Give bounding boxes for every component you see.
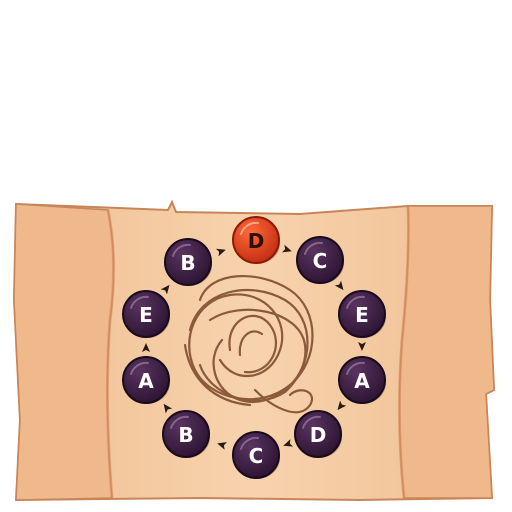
- bead[interactable]: A: [338, 356, 386, 404]
- bead[interactable]: C: [296, 236, 344, 284]
- bead-circle: [338, 290, 386, 338]
- bead-circle: [164, 238, 212, 286]
- bead[interactable]: B: [164, 238, 212, 286]
- bead-circle: [232, 431, 280, 479]
- bead-letter: C: [249, 444, 264, 468]
- bead-letter: E: [139, 303, 153, 327]
- bead-highlight: [172, 243, 191, 257]
- bead-circle: [296, 236, 344, 284]
- scroll-left-fold: [13, 203, 115, 501]
- bead-letter: D: [310, 423, 327, 447]
- arrow-icon: [282, 244, 292, 253]
- bead-letter: E: [355, 303, 369, 327]
- arrow-icon: [337, 400, 347, 411]
- bead[interactable]: D: [294, 410, 342, 458]
- arrow-icon: [358, 342, 366, 351]
- bead-letter: A: [354, 369, 370, 393]
- bead-highlight: [304, 241, 323, 255]
- bead-circle: [294, 410, 342, 458]
- bead-highlight: [170, 415, 189, 429]
- arrow-icon: [160, 284, 170, 295]
- arrow-icon: [163, 403, 173, 414]
- bead-circle: [162, 410, 210, 458]
- scroll-right-fold: [398, 205, 495, 499]
- bead-highlight: [346, 361, 365, 375]
- bead-highlight: [302, 415, 321, 429]
- bead-highlight: [130, 295, 149, 309]
- arrow-icon: [217, 442, 227, 450]
- bead-highlight: [346, 295, 365, 309]
- bead-letter: C: [313, 249, 328, 273]
- bead-letter: B: [178, 423, 193, 447]
- bead-highlight: [130, 361, 149, 375]
- bead-circle: [122, 356, 170, 404]
- bead-ring: D C E A D C B A E B: [122, 216, 386, 479]
- parchment-scroll: [12, 199, 496, 502]
- bead-highlight: [240, 436, 259, 450]
- bead-circle: [338, 356, 386, 404]
- bead[interactable]: B: [162, 410, 210, 458]
- bead-letter: D: [248, 229, 265, 253]
- arrow-icon: [334, 280, 344, 291]
- arrow-icon: [142, 343, 150, 352]
- bead-circle: [122, 290, 170, 338]
- bead-highlight: [240, 221, 259, 235]
- bead[interactable]: C: [232, 431, 280, 479]
- tangled-rope-icon: [183, 274, 314, 414]
- bead-letter: A: [138, 369, 154, 393]
- bead[interactable]: E: [122, 290, 170, 338]
- bead[interactable]: A: [122, 356, 170, 404]
- arrow-icon: [216, 248, 226, 257]
- direction-arrows: [142, 244, 366, 450]
- bead-active[interactable]: D: [232, 216, 280, 264]
- bead-letter: B: [180, 251, 195, 275]
- bead[interactable]: E: [338, 290, 386, 338]
- arrow-icon: [283, 439, 294, 447]
